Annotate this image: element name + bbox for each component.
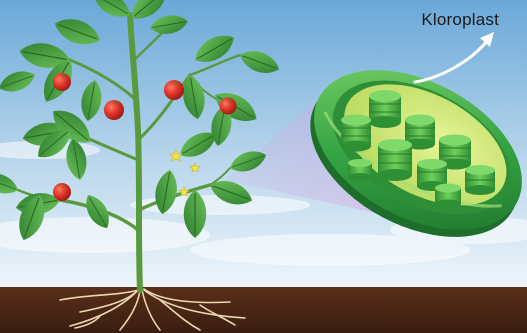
grana-stack-icon: [341, 115, 371, 152]
grana-stack-icon: [369, 90, 401, 128]
grana-stack-icon: [378, 139, 412, 181]
grana-stack-icon: [348, 159, 372, 181]
chloroplast-label: Kloroplast: [421, 10, 499, 30]
grana-stack-icon: [435, 184, 461, 209]
soil: [0, 287, 527, 333]
grana-stack-icon: [465, 165, 495, 195]
